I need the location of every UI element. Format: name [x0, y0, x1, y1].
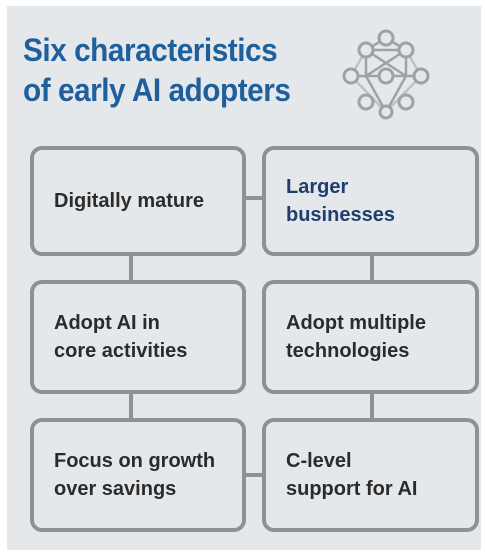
- connector-row3: [244, 473, 264, 477]
- characteristic-label: Adopt AI in core activities: [54, 309, 187, 365]
- characteristic-box-larger-businesses: Larger businesses: [262, 146, 479, 256]
- characteristic-box-digitally-mature: Digitally mature: [30, 146, 246, 256]
- characteristic-box-c-level-support: C-level support for AI: [262, 418, 479, 532]
- characteristic-label: Adopt multiple technologies: [286, 309, 426, 365]
- characteristic-box-adopt-ai-core: Adopt AI in core activities: [30, 280, 246, 394]
- title-line-1: Six characteristics: [23, 32, 278, 68]
- characteristic-box-adopt-multiple-technologies: Adopt multiple technologies: [262, 280, 479, 394]
- characteristic-label: Larger businesses: [286, 173, 395, 229]
- characteristic-line-1: Digitally mature: [54, 190, 205, 212]
- page-title: Six characteristics of early AI adopters: [23, 30, 291, 110]
- characteristic-line-1: Adopt multiple: [286, 312, 426, 334]
- connector-right-2: [370, 392, 374, 420]
- characteristic-label: C-level support for AI: [286, 447, 417, 503]
- characteristic-line-1: Larger: [286, 176, 349, 198]
- neural-network-icon: [342, 29, 430, 120]
- characteristic-line-1: C-level: [286, 450, 352, 472]
- characteristic-line-2: businesses: [286, 204, 395, 226]
- characteristic-line-2: technologies: [286, 340, 410, 362]
- characteristic-line-1: Focus on growth: [54, 450, 216, 472]
- title-line-2: of early AI adopters: [23, 72, 291, 108]
- characteristic-label: Focus on growth over savings: [54, 447, 215, 503]
- connector-right-1: [370, 254, 374, 282]
- characteristic-line-1: Adopt AI in: [54, 312, 160, 334]
- characteristic-box-focus-on-growth: Focus on growth over savings: [30, 418, 246, 532]
- characteristic-line-2: support for AI: [286, 478, 418, 500]
- characteristic-label: Digitally mature: [54, 187, 204, 215]
- connector-row1: [244, 196, 264, 200]
- connector-left-2: [129, 392, 133, 420]
- characteristic-line-2: core activities: [54, 340, 188, 362]
- connector-left-1: [129, 254, 133, 282]
- characteristic-line-2: over savings: [54, 478, 177, 500]
